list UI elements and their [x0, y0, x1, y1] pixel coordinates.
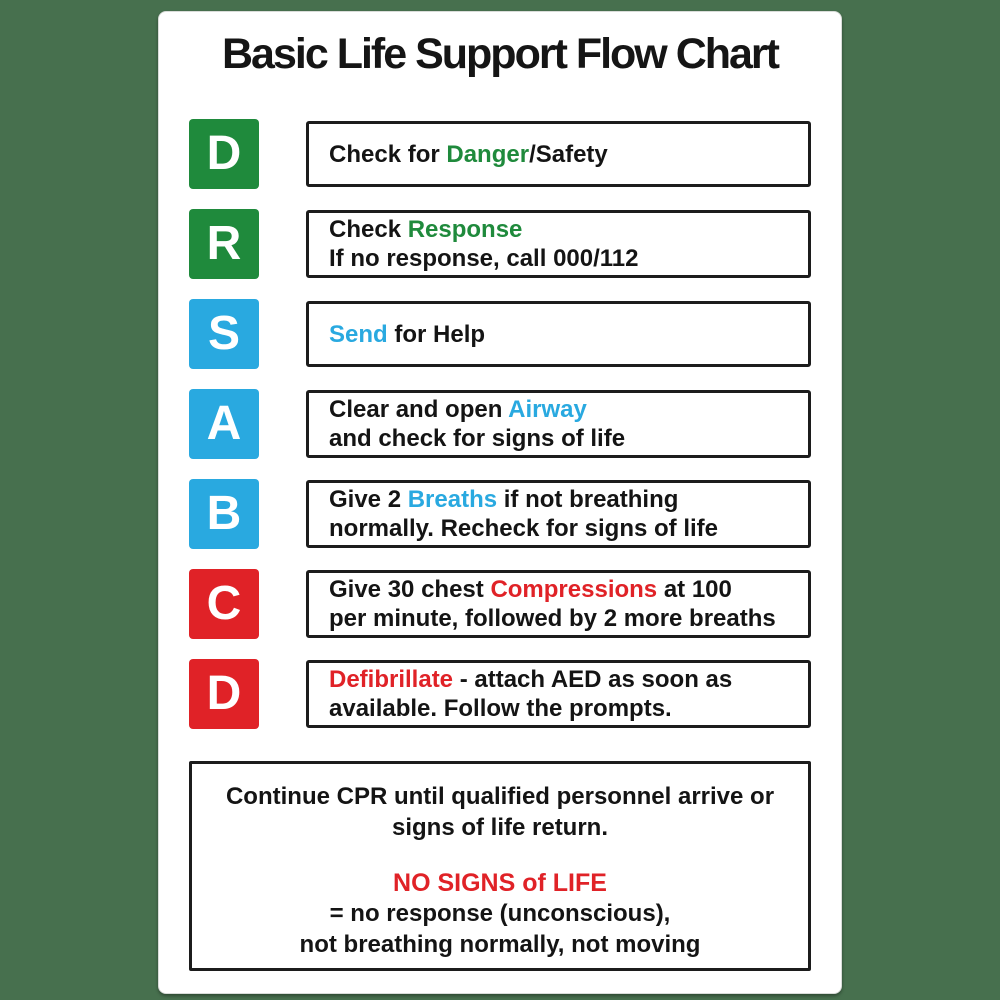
- text-segment-keyword: Breaths: [407, 486, 498, 513]
- step-letter-airway: A: [189, 389, 259, 459]
- step-letter-breaths: B: [189, 479, 259, 549]
- poster-title: Basic Life Support Flow Chart: [222, 30, 780, 78]
- step-letter-defibrillate: D: [189, 659, 259, 729]
- step-text-line: Clear and open Airway: [329, 395, 800, 424]
- step-textbox-compressions: Give 30 chest Compressions at 100 per mi…: [306, 570, 811, 638]
- text-segment: at 100: [657, 576, 732, 603]
- no-signs-definition-line-1: = no response (unconscious),: [329, 900, 671, 927]
- flow-step-compressions: C Give 30 chest Compressions at 100 per …: [189, 569, 811, 639]
- text-segment: and check for signs of life: [329, 425, 626, 452]
- flow-step-response: R Check Response If no response, call 00…: [189, 209, 811, 279]
- step-text-line: Give 30 chest Compressions at 100: [329, 575, 800, 604]
- text-segment: Check: [329, 216, 408, 243]
- step-textbox-send: Send for Help: [306, 301, 811, 367]
- bls-flow-chart-poster: Basic Life Support Flow Chart D Check fo…: [158, 11, 842, 994]
- text-segment: If no response, call 000/112: [329, 245, 639, 272]
- flow-step-breaths: B Give 2 Breaths if not breathing normal…: [189, 479, 811, 549]
- flow-step-danger: D Check for Danger/Safety: [189, 119, 811, 189]
- footer-continue-cpr-line-1: Continue CPR until qualified personnel a…: [225, 783, 775, 810]
- flow-step-airway: A Clear and open Airway and check for si…: [189, 389, 811, 459]
- text-segment: for Help: [387, 320, 486, 348]
- step-text-line: If no response, call 000/112: [329, 244, 800, 273]
- step-text-line: Check Response: [329, 215, 800, 244]
- text-segment: normally. Recheck for signs of life: [329, 515, 718, 542]
- text-segment: Give 2: [329, 486, 408, 513]
- step-text-line: per minute, followed by 2 more breaths: [329, 604, 800, 633]
- step-letter-compressions: C: [189, 569, 259, 639]
- step-textbox-response: Check Response If no response, call 000/…: [306, 210, 811, 278]
- text-segment-keyword: Danger: [446, 140, 530, 168]
- text-segment-keyword: Airway: [508, 396, 587, 423]
- flow-step-send: S Send for Help: [189, 299, 811, 369]
- flow-step-defibrillate: D Defibrillate - attach AED as soon as a…: [189, 659, 811, 729]
- step-textbox-danger: Check for Danger/Safety: [306, 121, 811, 187]
- text-segment-keyword: Compressions: [490, 576, 658, 603]
- text-segment: /Safety: [529, 140, 608, 168]
- step-text-line: normally. Recheck for signs of life: [329, 514, 800, 543]
- no-signs-definition-line-2: not breathing normally, not moving: [299, 931, 701, 958]
- step-textbox-defibrillate: Defibrillate - attach AED as soon as ava…: [306, 660, 811, 728]
- text-segment-keyword: Response: [407, 216, 523, 243]
- step-text-line: available. Follow the prompts.: [329, 694, 800, 723]
- footer-instruction-box: Continue CPR until qualified personnel a…: [189, 761, 811, 971]
- no-signs-of-life-heading: NO SIGNS of LIFE: [393, 869, 607, 897]
- step-text-line: Send for Help: [329, 320, 800, 349]
- text-segment: Clear and open: [329, 396, 509, 423]
- text-segment: - attach AED as soon as: [453, 666, 733, 693]
- text-segment: available. Follow the prompts.: [329, 695, 672, 722]
- text-segment-keyword: Defibrillate: [329, 666, 454, 693]
- text-segment: if not breathing: [497, 486, 679, 513]
- footer-continue-cpr-line-2: signs of life return.: [391, 814, 609, 841]
- step-letter-danger: D: [189, 119, 259, 189]
- text-segment-keyword: Send: [329, 320, 388, 348]
- step-textbox-airway: Clear and open Airway and check for sign…: [306, 390, 811, 458]
- step-text-line: and check for signs of life: [329, 424, 800, 453]
- step-text-line: Give 2 Breaths if not breathing: [329, 485, 800, 514]
- step-letter-send: S: [189, 299, 259, 369]
- step-textbox-breaths: Give 2 Breaths if not breathing normally…: [306, 480, 811, 548]
- text-segment: per minute, followed by 2 more breaths: [329, 605, 776, 632]
- text-segment: Give 30 chest: [329, 576, 491, 603]
- step-letter-response: R: [189, 209, 259, 279]
- step-text-line: Check for Danger/Safety: [329, 140, 800, 169]
- flow-steps: D Check for Danger/Safety R Check Respon…: [189, 119, 811, 729]
- text-segment: Check for: [329, 140, 447, 168]
- step-text-line: Defibrillate - attach AED as soon as: [329, 665, 800, 694]
